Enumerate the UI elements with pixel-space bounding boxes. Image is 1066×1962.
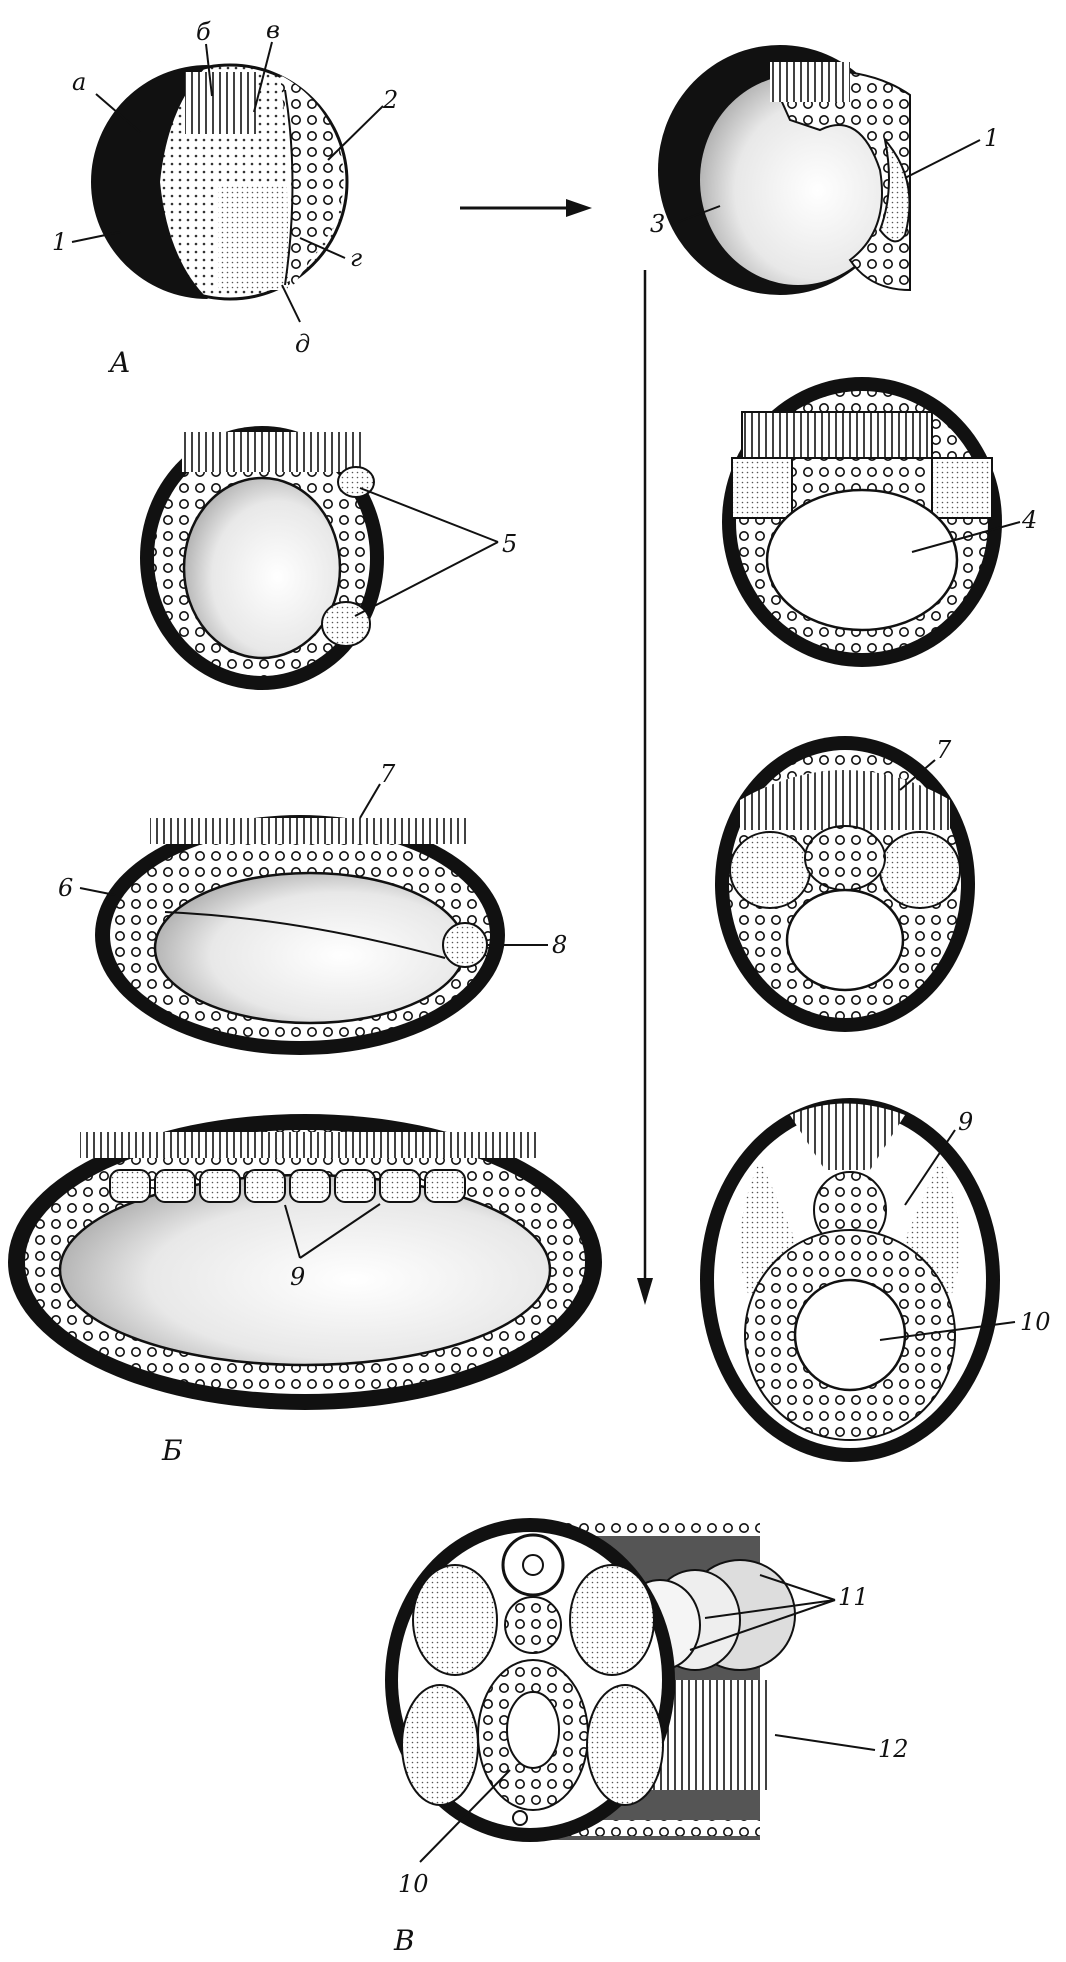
label-9a: 9 xyxy=(290,1263,305,1291)
embryo-sphere-a xyxy=(91,63,349,301)
label-7a: 7 xyxy=(380,760,396,788)
label-10c: 10 xyxy=(398,1870,429,1898)
label-v: в xyxy=(266,16,280,44)
label-10b: 10 xyxy=(1020,1308,1051,1336)
label-9b: 9 xyxy=(958,1108,973,1136)
embryo-side-view-3 xyxy=(8,1114,602,1410)
panel-label-a: A xyxy=(107,346,130,379)
label-6: 6 xyxy=(58,874,73,902)
gastrula-embryo xyxy=(658,45,911,295)
arrow-down xyxy=(637,270,653,1305)
label-12: 12 xyxy=(878,1735,909,1763)
cross-section-3 xyxy=(700,1098,1000,1462)
panel-label-b: Б xyxy=(161,1434,183,1467)
label-1b: 1 xyxy=(984,124,999,152)
somites xyxy=(109,1169,466,1203)
label-5: 5 xyxy=(502,530,517,558)
panel-label-c: В xyxy=(393,1924,415,1957)
label-2: 2 xyxy=(382,86,398,114)
cross-section-2 xyxy=(715,736,975,1032)
arrow-right xyxy=(460,199,592,217)
cross-section-1 xyxy=(722,377,1002,667)
label-b: б xyxy=(196,18,211,46)
embryo-side-view-2 xyxy=(95,815,505,1055)
label-3: 3 xyxy=(650,210,665,238)
embryo-side-view-1 xyxy=(140,426,384,690)
label-11: 11 xyxy=(838,1583,869,1611)
label-g: г xyxy=(350,244,362,272)
embryo-3d-section xyxy=(385,1518,796,1842)
label-d: д xyxy=(295,330,310,358)
label-4: 4 xyxy=(1021,506,1037,534)
label-1a: 1 xyxy=(52,228,67,256)
label-8: 8 xyxy=(552,931,567,959)
label-a: а xyxy=(72,68,86,96)
label-7b: 7 xyxy=(936,736,952,764)
